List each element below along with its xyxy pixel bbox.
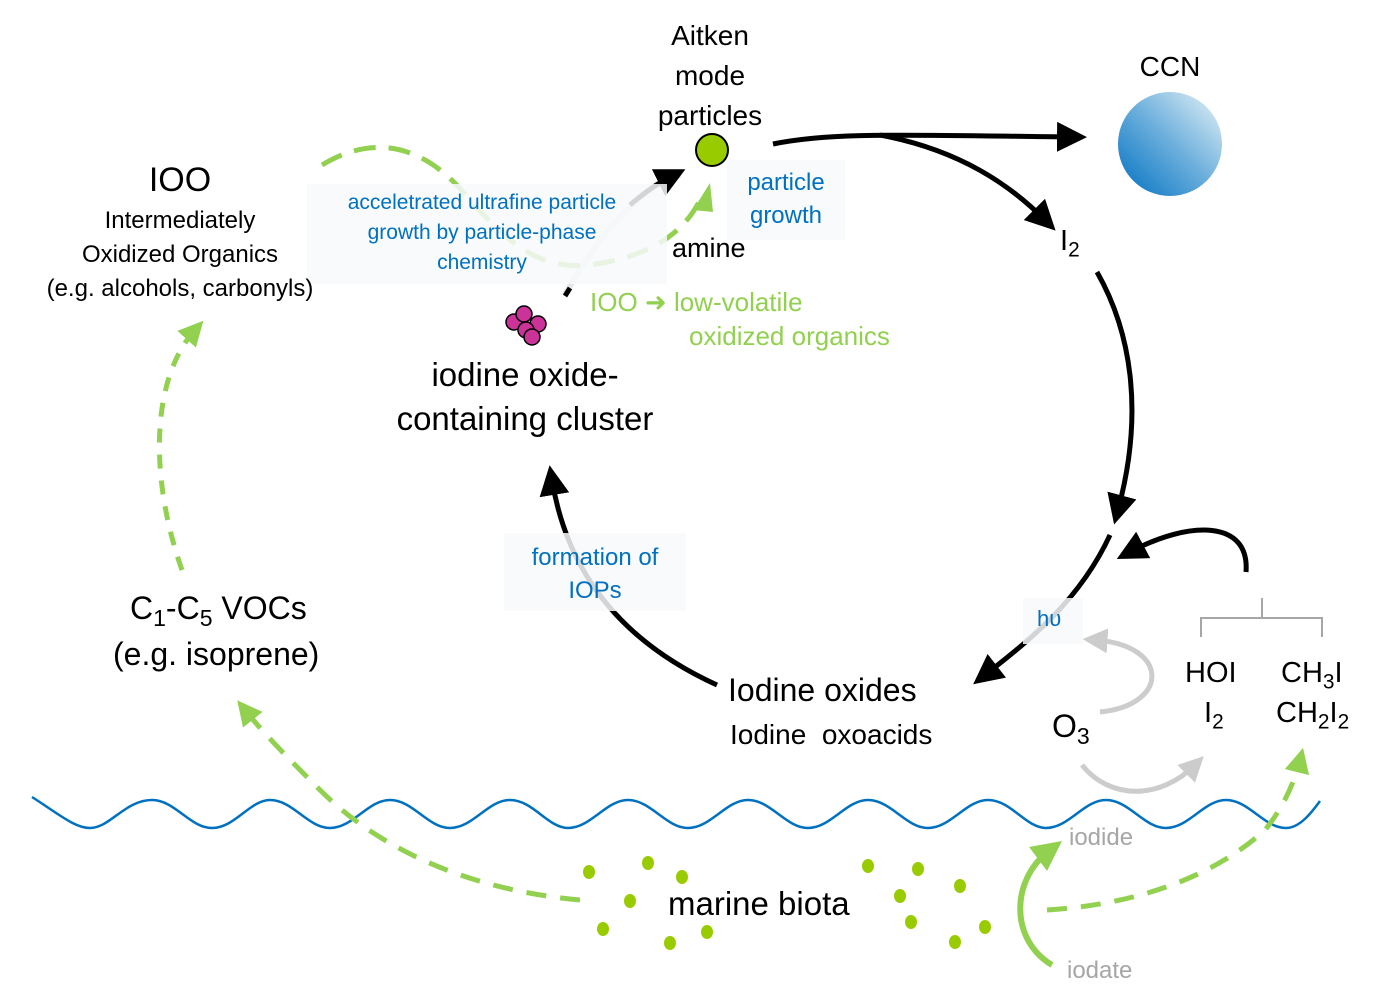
o3-label: O3 (1052, 708, 1090, 749)
o3-base: O (1052, 708, 1077, 744)
hv-box (1023, 598, 1083, 644)
ioo-title: IOO (148, 161, 212, 199)
vocs-example-label: (e.g. isoprene) (113, 636, 320, 672)
iodate-label: iodate (1067, 957, 1133, 984)
ioo-conversion-to: low-volatile (673, 287, 803, 317)
formation-line1: formation of (531, 544, 659, 571)
grey-arrow-o3-to-hv (1082, 628, 1155, 715)
vocs-s1: 1 (153, 604, 166, 631)
arrow-precursors-to-cycle (1116, 527, 1249, 573)
aitken-label: Aitken mode particles (620, 16, 800, 136)
i2-top-sub: 2 (1068, 238, 1080, 262)
arrow-i2-down (1094, 270, 1137, 525)
ch2i2-sub1: 2 (1317, 710, 1330, 734)
ioo-conversion-label-2: oxidized organics (689, 321, 890, 351)
ioo-desc-line1: Intermediately (104, 207, 256, 234)
vocs-mid: -C (165, 590, 200, 626)
bracket (1200, 598, 1323, 637)
i2-top-base: I (1060, 225, 1069, 257)
ch2i2-a: CH (1276, 697, 1318, 729)
ccn-droplet (1118, 92, 1222, 196)
hv-label: hυ (1037, 606, 1062, 631)
sea-surface-wave (31, 795, 1322, 830)
cluster-line1: iodine oxide- (431, 356, 619, 393)
vocs-s2: 5 (199, 604, 213, 631)
ch3i-a: CH (1281, 657, 1323, 689)
green-arrow-vocs-to-ioo (156, 320, 204, 571)
accel-line3: chemistry (437, 251, 527, 274)
grey-arrow-o3-to-hoi (1080, 756, 1204, 794)
i2-top-label: I2 (1060, 224, 1080, 262)
iodine-oxides-label: Iodine oxides (728, 672, 917, 708)
aitken-particle (695, 133, 729, 167)
arrow-aitken-to-ccn (772, 121, 1087, 152)
right-arrow-icon: ➜ (644, 287, 667, 317)
ch3i-b: I (1334, 657, 1343, 689)
aitken-line1: Aitken (671, 20, 749, 51)
formation-box (504, 533, 686, 611)
ch2i2-sub2: 2 (1337, 710, 1350, 734)
accel-line1: acceletrated ultrafine particle (347, 191, 617, 214)
hoi-label: HOI (1185, 657, 1237, 689)
ch3i-label: CH3I (1281, 656, 1343, 694)
accel-line2: growth by particle-phase (367, 221, 597, 244)
particle-growth-line1: particle (747, 169, 825, 196)
green-arrowhead-growth (693, 183, 713, 212)
green-arrow-accel-growth (320, 144, 703, 269)
ioo-desc-line2: Oxidized Organics (81, 241, 279, 268)
ccn-label: CCN (1139, 51, 1201, 82)
formation-iops-label: formation of IOPs (504, 541, 686, 607)
vocs-c1: C (130, 590, 154, 626)
ioo-conversion-label: IOO ➜ low-volatile (590, 287, 803, 318)
green-arrow-iodate-to-iodide (1017, 840, 1062, 968)
particle-growth-line2: growth (749, 202, 823, 229)
formation-line2: IOPs (568, 577, 622, 604)
green-arrow-biota-to-vocs (237, 700, 581, 903)
cluster-line2: containing cluster (396, 400, 654, 437)
vocs-label: C1-C5 VOCs (130, 590, 307, 631)
ioo-desc-line3: (e.g. alcohols, carbonyls) (46, 275, 314, 302)
particle-growth-label: particle growth (727, 166, 845, 232)
ioo-conversion-from: IOO (590, 287, 638, 317)
arrow-aitken-to-i2 (879, 132, 1056, 231)
marine-biota-label: marine biota (668, 885, 850, 922)
o3-sub: 3 (1076, 722, 1090, 749)
i2-bottom-label: I2 (1204, 696, 1224, 734)
iodide-label: iodide (1069, 824, 1134, 851)
accel-growth-box (307, 184, 667, 284)
cluster-label: iodine oxide- containing cluster (360, 353, 690, 441)
particle-growth-box (727, 160, 845, 240)
iodine-oxoacids-label: Iodine oxoacids (730, 719, 933, 750)
aitken-line2: mode (674, 60, 746, 91)
accel-growth-label: acceletrated ultrafine particle growth b… (307, 188, 657, 278)
i2-bottom-base: I (1204, 697, 1213, 729)
ioo-description: Intermediately Oxidized Organics (e.g. a… (0, 204, 360, 306)
amine-label: amine (672, 233, 746, 263)
i2-bottom-sub: 2 (1212, 710, 1224, 734)
aitken-line3: particles (657, 100, 763, 131)
green-arrow-biota-to-ch3i (1046, 747, 1310, 913)
vocs-end: VOCs (212, 590, 307, 626)
biota-dots (583, 856, 991, 950)
ch2i2-label: CH2I2 (1276, 696, 1350, 734)
ch3i-sub: 3 (1322, 670, 1335, 694)
ch2i2-b: I (1329, 697, 1338, 729)
cluster-icon (505, 305, 547, 346)
